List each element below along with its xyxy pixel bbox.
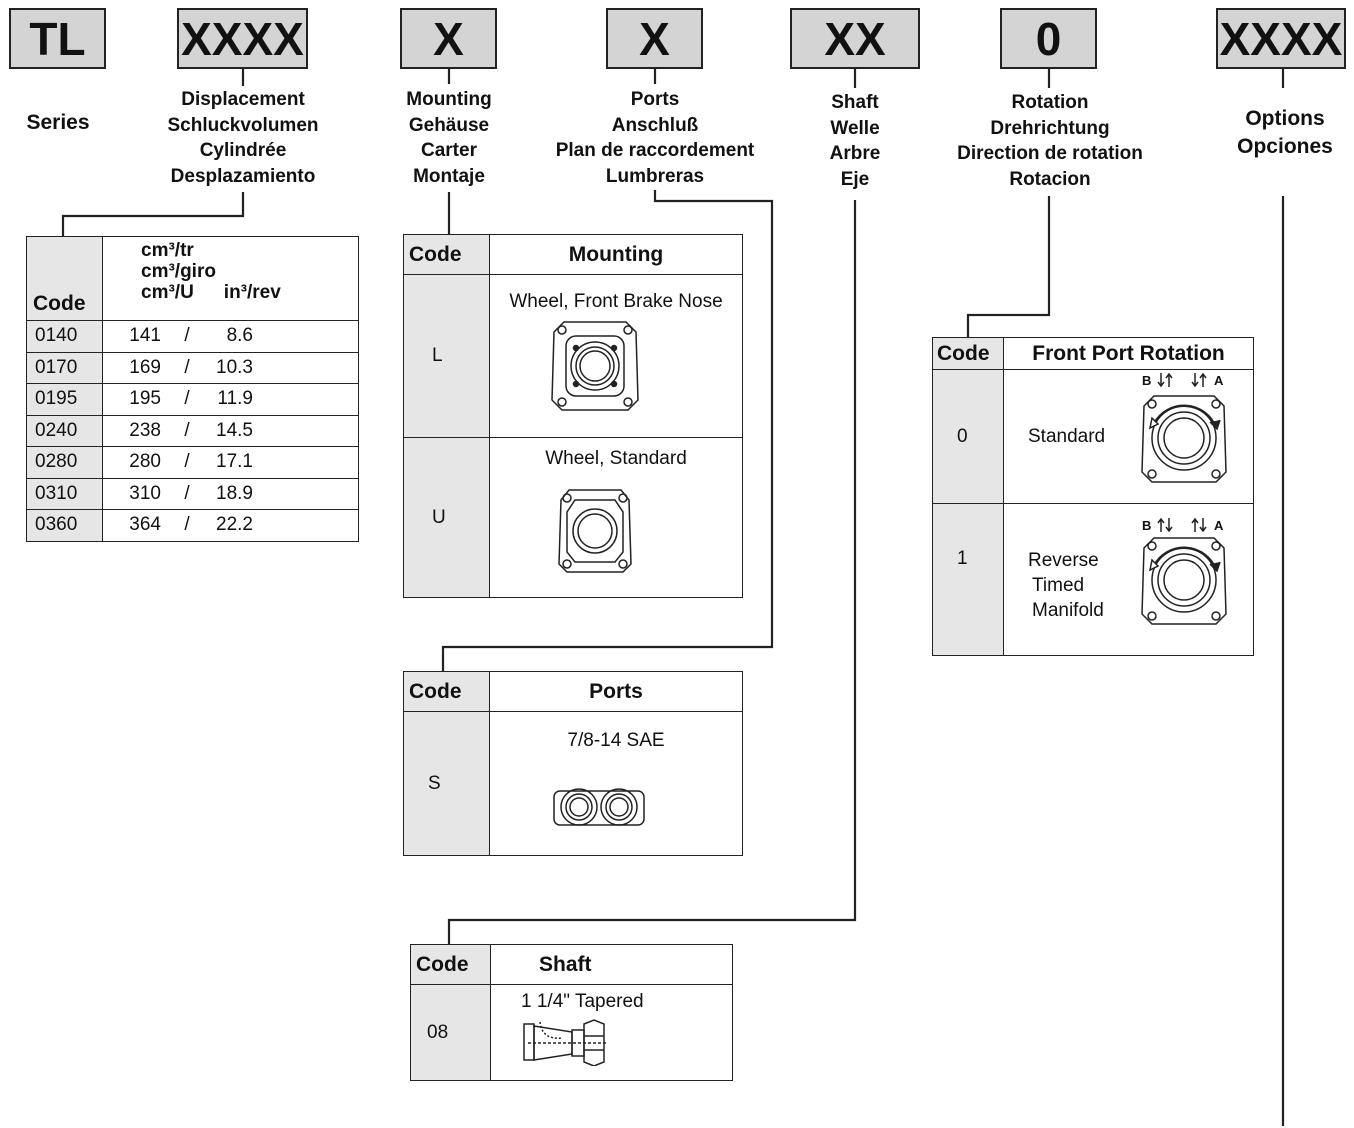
rotation-label: Rotation Drehrichtung Direction de rotat… bbox=[957, 92, 1143, 190]
series-label: Series bbox=[26, 111, 90, 134]
shaft-header-desc: Shaft bbox=[490, 944, 733, 985]
tapered-shaft-icon bbox=[523, 1019, 606, 1066]
mounting-code-box: X bbox=[400, 8, 497, 69]
shaft-label: Shaft Welle Arbre Eje bbox=[829, 92, 881, 190]
table-row: 0170 169/10.3 bbox=[26, 351, 359, 384]
port-b-label: B bbox=[1142, 518, 1152, 533]
mounting-header-desc: Mounting bbox=[489, 234, 743, 275]
options-code-box: XXXX bbox=[1216, 8, 1346, 69]
table-row: 0360 364/22.2 bbox=[26, 509, 359, 542]
displacement-code-box: XXXX bbox=[177, 8, 308, 69]
table-row: 1 Reverse Timed Manifold bbox=[932, 503, 1254, 656]
arrow-up-down-icon bbox=[1157, 517, 1173, 533]
port-b-label: B bbox=[1142, 373, 1152, 388]
table-row: 0280 280/17.1 bbox=[26, 446, 359, 479]
mounting-header-code: Code bbox=[403, 234, 490, 275]
table-row: U Wheel, Standard bbox=[403, 437, 743, 598]
table-row: 0140 141/8.6 bbox=[26, 320, 359, 353]
table-row: 0195 195/11.9 bbox=[26, 383, 359, 416]
displacement-label: Displacement Schluckvolumen Cylindrée De… bbox=[167, 89, 319, 187]
port-a-label: A bbox=[1214, 373, 1224, 388]
arrow-up-down-icon bbox=[1191, 517, 1207, 533]
displacement-header-code: Code bbox=[26, 236, 103, 321]
mount-brake-nose-icon bbox=[551, 321, 639, 411]
port-a-label: A bbox=[1214, 518, 1224, 533]
ports-code-box: X bbox=[606, 8, 703, 69]
series-code-box: TL bbox=[9, 8, 106, 69]
ports-icon bbox=[553, 788, 645, 826]
table-row: S 7/8-14 SAE bbox=[403, 711, 743, 856]
arrow-down-up-icon bbox=[1191, 372, 1207, 388]
rotation-reverse-icon bbox=[1141, 537, 1227, 625]
ports-header-desc: Ports bbox=[489, 671, 743, 712]
rotation-header-code: Code bbox=[932, 337, 1004, 370]
table-row: 08 1 1/4" Tapered bbox=[410, 984, 733, 1081]
ports-label: Ports Anschluß Plan de raccordement Lumb… bbox=[555, 89, 755, 187]
arrow-down-up-icon bbox=[1157, 372, 1173, 388]
ports-header-code: Code bbox=[403, 671, 490, 712]
rotation-table: Code Front Port Rotation 0 Standard 1 Re… bbox=[932, 337, 1254, 656]
ports-table: Code Ports S 7/8-14 SAE bbox=[403, 671, 743, 856]
shaft-code-box: XX bbox=[790, 8, 920, 69]
table-row: 0310 310/18.9 bbox=[26, 477, 359, 510]
rotation-standard-icon bbox=[1141, 395, 1227, 483]
options-label: Options Opciones bbox=[1237, 107, 1333, 158]
shaft-header-code: Code bbox=[410, 944, 491, 985]
rotation-header-desc: Front Port Rotation bbox=[1003, 337, 1254, 370]
rotation-code-box: 0 bbox=[1000, 8, 1097, 69]
table-row: 0240 238/14.5 bbox=[26, 414, 359, 447]
mount-standard-icon bbox=[558, 489, 632, 573]
mounting-label: Mounting Gehäuse Carter Montaje bbox=[406, 89, 492, 187]
shaft-table: Code Shaft 08 1 1/4" Tapered bbox=[410, 944, 733, 1081]
